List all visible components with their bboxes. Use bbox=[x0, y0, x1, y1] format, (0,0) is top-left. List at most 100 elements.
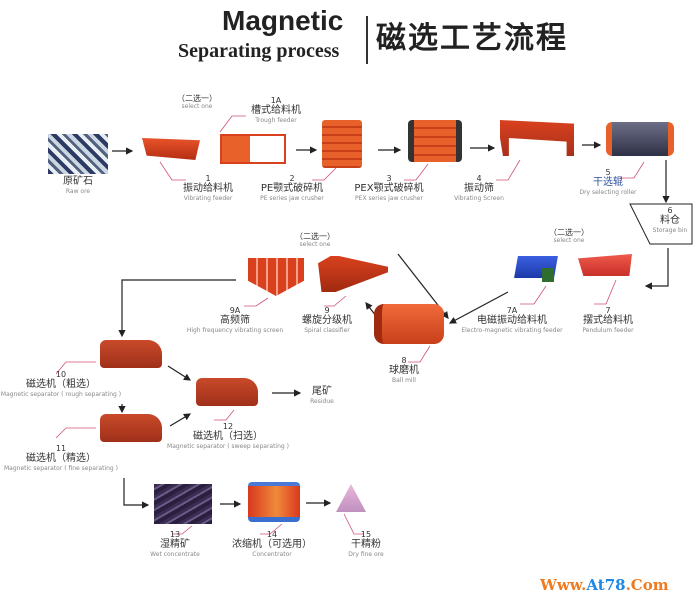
node-4-sublabel: Vibrating Screen bbox=[454, 195, 504, 202]
node-3-label: PEX颚式破碎机 bbox=[354, 183, 424, 194]
node-10-sublabel: Magnetic separator ( rough separating ) bbox=[0, 391, 122, 398]
node-5-sublabel: Dry selecting roller bbox=[579, 189, 637, 196]
node-6-number: 6 bbox=[667, 206, 673, 215]
node-15-sublabel: Dry fine ore bbox=[348, 551, 384, 558]
dry-fine-ore-image bbox=[336, 484, 366, 512]
node-9-number: 9 bbox=[324, 306, 330, 315]
ball-mill-machine bbox=[374, 304, 444, 344]
node-15-caption: 15 干精粉 Dry fine ore bbox=[336, 530, 396, 558]
node-7-label: 摆式给料机 bbox=[583, 315, 633, 326]
node-2-label: PE颚式破碎机 bbox=[260, 183, 324, 194]
node-13-label: 湿精矿 bbox=[160, 539, 190, 550]
node-7a-label: 电磁振动给料机 bbox=[477, 315, 547, 326]
node-8-sublabel: Ball mill bbox=[392, 377, 416, 384]
node-14-number: 14 bbox=[266, 530, 278, 539]
node-1-sublabel: Vibrating feeder bbox=[183, 195, 233, 202]
tailings-sublabel: Residue bbox=[310, 398, 334, 405]
arrow-6-to-7 bbox=[644, 248, 669, 290]
tailings-label: 尾矿 bbox=[312, 386, 332, 397]
select-one-caption-3: （二选一） select one bbox=[544, 228, 594, 244]
select-one-sublabel-2: select one bbox=[299, 241, 331, 248]
trough-feeder-machine bbox=[220, 134, 286, 164]
node-5-label: 干选辊 bbox=[593, 177, 623, 188]
separator-sweep-machine bbox=[196, 378, 258, 406]
node-8-label: 球磨机 bbox=[389, 365, 419, 376]
node-3-sublabel: PEX series jaw crusher bbox=[355, 195, 423, 202]
select-one-label-2: （二选一） bbox=[295, 232, 335, 241]
node-1-label: 振动给料机 bbox=[183, 183, 233, 194]
separator-rough-machine bbox=[100, 340, 162, 368]
node-8-caption: 8 球磨机 Ball mill bbox=[382, 356, 426, 384]
title-english-line1: Magnetic bbox=[222, 5, 344, 36]
select-one-sublabel-3: select one bbox=[553, 237, 585, 244]
node-6-caption: 6 料仓 Storage bin bbox=[648, 206, 692, 234]
pendulum-feeder-machine bbox=[578, 254, 632, 276]
node-1a-sublabel: Trough feeder bbox=[255, 117, 297, 124]
vibrating-screen-machine bbox=[500, 120, 574, 156]
high-frequency-screen-machine bbox=[248, 258, 304, 296]
tailings-caption: 尾矿 Residue bbox=[304, 386, 340, 405]
spiral-classifier-machine bbox=[318, 256, 388, 292]
select-one-caption-2: （二选一） select one bbox=[290, 232, 340, 248]
concentrator-machine bbox=[248, 482, 300, 522]
node-4-caption: 4 振动筛 Vibrating Screen bbox=[446, 174, 512, 202]
node-1a-label: 槽式给料机 bbox=[251, 105, 301, 116]
select-one-sublabel-1: select one bbox=[181, 103, 213, 110]
node-7-number: 7 bbox=[605, 306, 611, 315]
node-7a-sublabel: Electro-magnetic vibrating feeder bbox=[461, 327, 563, 334]
node-12-sublabel: Magnetic separator ( sweep separating ) bbox=[167, 443, 289, 450]
node-2-caption: 2 PE颚式破碎机 PE series jaw crusher bbox=[250, 174, 334, 202]
node-5-number: 5 bbox=[605, 168, 611, 177]
pex-jaw-crusher-machine bbox=[408, 120, 462, 162]
select-one-caption-1: （二选一） select one bbox=[172, 94, 222, 110]
node-9a-caption: 9A 高频筛 High frequency vibrating screen bbox=[180, 306, 290, 334]
node-3-number: 3 bbox=[386, 174, 392, 183]
node-4-number: 4 bbox=[476, 174, 482, 183]
pe-jaw-crusher-machine bbox=[322, 120, 362, 168]
node-1-caption: 1 振动给料机 Vibrating feeder bbox=[176, 174, 240, 202]
node-11-label: 磁选机（精选） bbox=[26, 453, 96, 464]
arrow-10-to-12 bbox=[167, 365, 192, 381]
separator-fine-machine bbox=[100, 414, 162, 442]
node-11-sublabel: Magnetic separator ( fine separating ) bbox=[4, 465, 118, 472]
node-9a-sublabel: High frequency vibrating screen bbox=[186, 327, 284, 334]
node-15-number: 15 bbox=[360, 530, 372, 539]
wet-concentrate-image bbox=[154, 484, 212, 524]
node-9a-number: 9A bbox=[229, 306, 241, 315]
electromagnetic-feeder-motor bbox=[542, 268, 554, 282]
node-8-number: 8 bbox=[401, 356, 407, 365]
node-13-caption: 13 湿精矿 Wet concentrate bbox=[140, 530, 210, 558]
node-1-number: 1 bbox=[205, 174, 211, 183]
raw-ore-sublabel: Raw ore bbox=[65, 188, 91, 195]
title-english-line2: Separating process bbox=[178, 40, 340, 62]
select-one-label-3: （二选一） bbox=[549, 228, 589, 237]
node-1a-caption: 1A 槽式给料机 Trough feeder bbox=[244, 96, 308, 124]
node-5-caption: 5 干选辊 Dry selecting roller bbox=[570, 168, 646, 196]
watermark-part3: .Com bbox=[625, 576, 669, 594]
node-12-label: 磁选机（扫选） bbox=[193, 431, 263, 442]
node-2-sublabel: PE series jaw crusher bbox=[260, 195, 324, 202]
node-4-label: 振动筛 bbox=[464, 183, 494, 194]
node-14-sublabel: Concentrator bbox=[252, 551, 292, 558]
node-14-label: 浓缩机（可选用） bbox=[232, 539, 312, 550]
node-9-sublabel: Spiral classifier bbox=[304, 327, 350, 334]
dry-selecting-roller-machine bbox=[606, 122, 674, 156]
node-10-caption: 10 磁选机（粗选） Magnetic separator ( rough se… bbox=[0, 370, 122, 398]
raw-ore-caption: 原矿石 Raw ore bbox=[48, 176, 108, 195]
node-9-label: 螺旋分级机 bbox=[302, 315, 352, 326]
node-9-caption: 9 螺旋分级机 Spiral classifier bbox=[292, 306, 362, 334]
watermark: Www.At78.Com bbox=[540, 576, 669, 594]
node-10-label: 磁选机（粗选） bbox=[26, 379, 96, 390]
node-13-number: 13 bbox=[169, 530, 181, 539]
node-7-caption: 7 摆式给料机 Pendulum feeder bbox=[576, 306, 640, 334]
select-one-label-1: （二选一） bbox=[177, 94, 217, 103]
node-6-label: 料仓 bbox=[660, 215, 680, 226]
node-2-number: 2 bbox=[289, 174, 295, 183]
node-12-caption: 12 磁选机（扫选） Magnetic separator ( sweep se… bbox=[160, 422, 296, 450]
arrow-11-to-13 bbox=[123, 478, 150, 509]
node-6-sublabel: Storage bin bbox=[652, 227, 688, 234]
node-14-caption: 14 浓缩机（可选用） Concentrator bbox=[222, 530, 322, 558]
title-divider bbox=[366, 16, 368, 64]
